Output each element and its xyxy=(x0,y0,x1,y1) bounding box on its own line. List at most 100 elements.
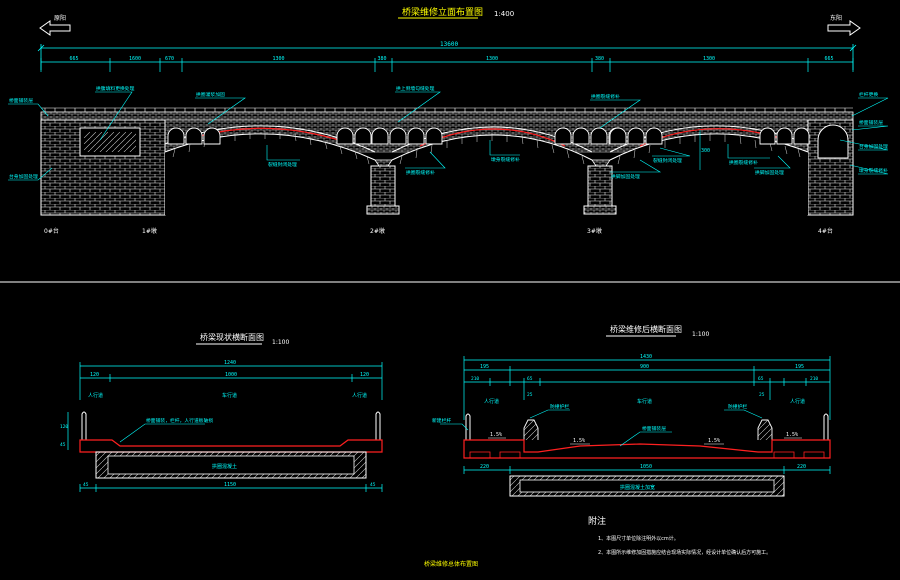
sec2-right-barrier xyxy=(757,419,773,440)
sec2-lane-1: 车行道 xyxy=(637,398,652,405)
spandrel-arch xyxy=(336,127,354,145)
sec2-callout-0: 新建栏杆 xyxy=(432,417,451,424)
callout-bottom-2: 墩身裂缝修补 xyxy=(491,156,520,163)
sec2-callout-3: 防撞护栏 xyxy=(728,403,747,410)
callout-texts: 桥面铺装层 台身加固处理 拱腹填料更换处理 拱圈灌浆加固 拱上侧墙勾缝处理 拱圈… xyxy=(9,85,888,180)
callout-top-3: 拱圈裂缝修补 xyxy=(591,93,620,100)
callout-right-0: 栏杆更换 xyxy=(859,91,878,98)
callout-top-2: 拱上侧墙勾缝处理 xyxy=(396,85,435,92)
section-existing-dims xyxy=(67,362,383,492)
span-label: 1300 xyxy=(486,56,498,62)
span-label: 1300 xyxy=(703,56,715,62)
sec2-inner-0: 25 xyxy=(527,392,533,398)
sec2-part-2: 195 xyxy=(795,364,804,370)
section-existing-scale: 1:100 xyxy=(272,339,289,346)
notes-block: 附注 1、本图尺寸单位除注明外以cm计。 2、本图所示维修加固措施应结合现场实际… xyxy=(588,515,771,556)
callout-bottom-3: 拱脚加固处理 xyxy=(611,173,640,180)
callout-top-0: 拱腹填料更换处理 xyxy=(96,85,135,92)
sec2-lane-0: 人行道 xyxy=(484,398,499,405)
notes-item-1: 2、本图所示维修加固措施应结合现场实际情况，经设计单位确认后方可施工。 xyxy=(598,549,771,556)
section-existing-title: 桥梁现状横断面图 xyxy=(200,332,264,342)
spandrel-arch xyxy=(590,127,608,145)
pier-label-2: 2#墩 xyxy=(370,227,385,235)
elevation-title: 桥梁维修立面布置图 xyxy=(402,6,483,18)
pier-label-0: 0#台 xyxy=(44,227,59,235)
section-reinforced-dims xyxy=(463,356,831,474)
callout-right-3: 墩身裂缝修补 xyxy=(859,167,888,174)
arch-span-1 xyxy=(165,133,375,215)
pier-label-1: 1#墩 xyxy=(142,227,157,235)
span-ticks xyxy=(40,58,854,72)
section-existing-view: 桥梁现状横断面图 1:100 1240 120 1000 120 人行道 车行道… xyxy=(60,332,383,492)
callout-left-1: 台身加固处理 xyxy=(9,173,38,180)
elevation-scale: 1:400 xyxy=(494,10,514,18)
left-direction-label: 原阳 xyxy=(54,14,66,22)
callout-bottom-4: 裂缝封闭处理 xyxy=(653,157,682,164)
spandrel-arch xyxy=(776,127,793,145)
sec2-right-railing xyxy=(823,413,829,440)
sec1-deck-note: 桥面铺装，栏杆，人行道板破损 xyxy=(146,417,213,424)
sec1-bottom-overall: 1150 xyxy=(224,482,236,488)
span-label: 665 xyxy=(70,56,79,62)
sec2-part-1: 900 xyxy=(640,364,649,370)
sec1-callout-leader xyxy=(119,423,205,443)
sec2-callout-2: 桥面铺装层 xyxy=(642,425,666,432)
span-label: 665 xyxy=(825,56,834,62)
callout-bottom-0: 裂缝封闭处理 xyxy=(268,161,297,168)
spandrel-arch xyxy=(371,127,389,145)
sec2-bottom-2: 220 xyxy=(797,464,806,470)
sec1-left-railing xyxy=(81,411,87,440)
arch-span-2 xyxy=(392,135,592,215)
callout-right-2: 台身加固处理 xyxy=(859,143,888,150)
callout-bottom-5: 拱圈裂缝修补 xyxy=(729,159,758,166)
sec2-bottom-0: 220 xyxy=(480,464,489,470)
callout-bottom-6: 拱脚加固处理 xyxy=(755,169,784,176)
sec1-side-dim-0: 120 xyxy=(60,424,68,430)
spandrel-arch xyxy=(759,127,776,145)
callout-bottom-1: 拱圈裂缝修补 xyxy=(406,169,435,176)
pier-3 xyxy=(583,159,617,215)
spandrel-arch xyxy=(407,127,425,145)
notes-heading: 附注 xyxy=(588,515,606,527)
section-reinforced-view: 桥梁维修后横断面图 1:100 1430 195 900 195 2 xyxy=(432,324,831,497)
sec1-right-railing xyxy=(375,411,381,440)
sec1-side-dim-1: 45 xyxy=(60,442,66,448)
sec2-callout-1: 防撞护栏 xyxy=(550,403,569,410)
pier-label-3: 3#墩 xyxy=(587,227,602,235)
sec2-sub-0: 210 xyxy=(471,376,479,382)
sec1-overall: 1240 xyxy=(224,360,236,366)
sec2-sub-1: 65 xyxy=(527,376,533,382)
sec1-lane-1: 车行道 xyxy=(222,392,237,399)
span-label: 1300 xyxy=(273,56,285,62)
sec1-part-0: 120 xyxy=(90,372,99,378)
side-dimension-label: 300 xyxy=(701,148,710,154)
sec2-sub-3: 210 xyxy=(810,376,818,382)
abutment-4-arch-opening xyxy=(817,124,849,159)
sec2-part-0: 195 xyxy=(480,364,489,370)
callout-top-1: 拱圈灌浆加固 xyxy=(196,91,225,98)
spandrel-arch xyxy=(203,127,221,145)
sec2-overall: 1430 xyxy=(640,354,652,360)
sec2-slope-0: 1.5% xyxy=(490,432,502,438)
span-label: 380 xyxy=(595,56,604,62)
spandrel-arch xyxy=(645,127,663,145)
spandrel-arch xyxy=(354,127,372,145)
callout-leaders xyxy=(8,91,889,181)
sec2-bottom-1: 1050 xyxy=(640,464,652,470)
sec2-deck xyxy=(463,439,831,459)
spandrel-arch xyxy=(609,127,627,145)
spandrel-arch xyxy=(572,127,590,145)
sec1-edge-right: 45 xyxy=(370,482,376,488)
bridge-parapet xyxy=(40,111,854,121)
span-label: 1600 xyxy=(129,56,141,62)
abutment-0-opening-fill xyxy=(84,132,136,152)
sec1-part-2: 120 xyxy=(360,372,369,378)
sec2-callout-leaders xyxy=(440,409,763,447)
sec2-slope-1: 1.5% xyxy=(573,438,585,444)
sec1-edge-left: 45 xyxy=(83,482,89,488)
sec2-slope-arrows xyxy=(488,437,802,445)
spandrel-arch xyxy=(793,127,810,145)
right-direction-label: 东阳 xyxy=(830,14,842,22)
